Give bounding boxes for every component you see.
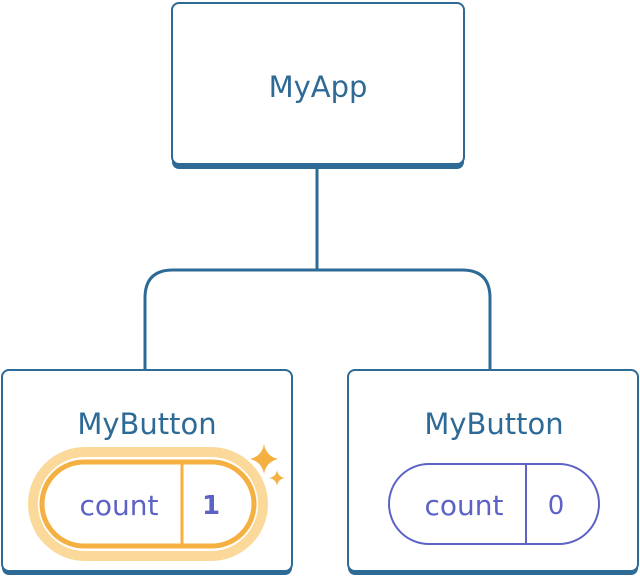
root-node: MyApp (171, 2, 465, 169)
child-node-right: MyButton count 0 (347, 369, 639, 575)
state-pill-left: count 1 (28, 447, 268, 561)
child-node-left-title: MyButton (77, 407, 216, 441)
state-pill-right-outline (388, 463, 600, 545)
state-pill-right-label: count (425, 489, 504, 522)
state-pill-left-glow (28, 447, 268, 561)
child-node-left: MyButton count 1 (1, 369, 293, 575)
state-pill-right-value: 0 (548, 491, 565, 521)
connector-branch (143, 268, 492, 370)
root-node-box (171, 2, 465, 165)
tree-connectors (143, 165, 492, 370)
state-pill-left-label: count (80, 489, 159, 522)
root-node-title: MyApp (269, 70, 368, 104)
sparkle-icon-large (250, 444, 278, 474)
sparkle-icon (250, 444, 285, 486)
state-pill-left-outline (39, 459, 257, 549)
state-pill-left-value: 1 (202, 491, 220, 521)
sparkle-icon-small (269, 470, 285, 486)
state-pill-right: count 0 (388, 463, 600, 545)
child-node-right-title: MyButton (424, 407, 563, 441)
